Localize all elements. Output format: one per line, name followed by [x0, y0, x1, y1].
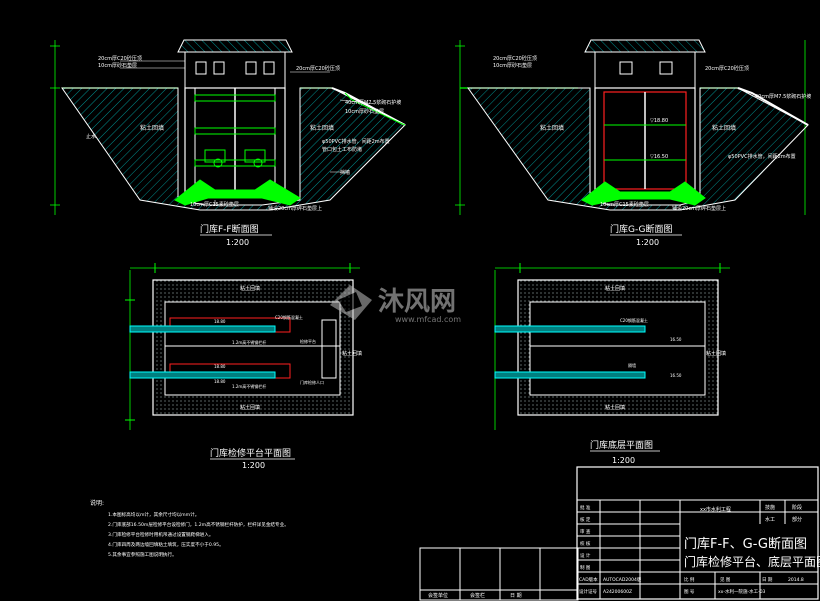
plan-r-elev-a: 16.50: [670, 337, 682, 342]
countersign-strip: 会签单位 会签栏 日 期: [419, 547, 579, 601]
ff-label-backfill-right: 粘土回填: [310, 124, 334, 132]
tb-row: 设计证号: [579, 588, 597, 595]
gg-label-backfill-right: 粘土回填: [712, 124, 736, 132]
ff-label-inner: 止水: [86, 133, 96, 140]
plan-l-note2: 1.2m高不锈钢栏杆: [232, 339, 266, 345]
tb-scale-value: 见 图: [720, 577, 731, 583]
plan-platform: 粘土回填 粘土回填 粘土回填 18.80 18.80 18.80 C20钢筋混凝…: [125, 263, 362, 470]
plan-r-right: 粘土回填: [706, 350, 726, 357]
tb-row: 制 图: [580, 564, 591, 571]
plan-r-title: 门库底层平面图: [590, 439, 653, 451]
plan-l-right: 粘土回填: [342, 350, 362, 357]
tb-figno-value: xx-水利一院施-水工-03: [718, 588, 766, 595]
plan-l-elev-c: 18.80: [214, 379, 226, 384]
ff-label-drain2: 管口包土工布防堵: [322, 146, 362, 153]
gg-elev2: ▽16.50: [650, 154, 668, 160]
plan-l-scale: 1:200: [242, 461, 265, 470]
watermark-logo-icon: [330, 285, 372, 320]
section-ff: 20cm厚C20砼压顶 10cm厚砂石垫层 20cm厚C20砼压顶 40cm厚M…: [50, 39, 465, 247]
ff-label-drain1: φ50PVC排水管，间距2m布置: [322, 138, 390, 145]
plan-r-elev-b: 16.50: [670, 373, 682, 378]
ff-label-backfill-left: 粘土回填: [140, 124, 164, 132]
ff-label-bottom2: 铺设20cm厚碎石垫层上: [268, 205, 322, 212]
gatehouse: [184, 51, 286, 89]
tb-row: 校 核: [580, 540, 591, 547]
tb-date-label: 日 期: [762, 577, 773, 583]
plan-l-note4: 门库检修人口: [300, 379, 324, 385]
gg-label-drain1: φ50PVC排水管，间距2m布置: [728, 153, 796, 160]
watermark-brand: 沐风网: [378, 287, 456, 317]
stamp-label: 会签栏: [470, 592, 485, 599]
tb-title-line2: 门库检修平台、底层平面图: [684, 554, 820, 569]
plan-l-elev-b: 18.80: [214, 364, 226, 369]
ff-label-cap2: 10cm厚砂石垫层: [98, 62, 137, 69]
note-line: 2.门库底部16.50m层检修平台设检修门，1.2m高不锈钢栏杆防护，栏杆详见金…: [108, 521, 289, 528]
tb-spec-value: 部分: [792, 516, 802, 523]
plan-r-top: 粘土回填: [605, 285, 625, 292]
tb-title-line1: 门库F-F、G-G断面图: [684, 536, 807, 552]
stamp-label: 会签单位: [428, 592, 448, 599]
plan-r-scale: 1:200: [612, 456, 635, 465]
plan-l-note1: C20钢筋混凝土: [275, 314, 303, 320]
gg-label-bottom2: 铺设20cm厚碎石垫层上: [672, 205, 726, 212]
tb-figno-label: 图 号: [684, 589, 695, 595]
note-line: 4.门库四周及两边墙回填粘土填筑，压实度不小于0.95。: [108, 541, 224, 548]
ff-label-slope: 40cm厚M7.5浆砌石护坡: [345, 99, 401, 106]
gg-label-cap2: 10cm厚砂石垫层: [493, 62, 532, 69]
plan-r-note2: 隔墙: [628, 362, 636, 368]
watermark: 沐风网 www.mfcad.com: [330, 285, 461, 324]
plan-r-note1: C20钢筋混凝土: [620, 317, 648, 323]
tb-spec-label: 水工: [765, 516, 775, 523]
tb-cad-label: CAD版本: [579, 576, 598, 583]
tb-scale-label: 比 例: [684, 576, 695, 583]
gatehouse: [594, 51, 696, 89]
tb-stage-value: 阶段: [792, 504, 802, 511]
ff-label-top-right: 20cm厚C20砼压顶: [296, 65, 340, 72]
gg-scale: 1:200: [636, 238, 659, 247]
note-line: 5.其余事宜参照施工图说明执行。: [108, 551, 177, 558]
notes-heading: 说明:: [90, 499, 104, 507]
title-block: xx市水利工程 技施 阶段 水工 部分 批 准 核 定 审 查 校 核 设 计 …: [576, 466, 820, 600]
tb-row: 核 定: [580, 516, 591, 523]
plan-l-title: 门库检修平台平面图: [210, 447, 291, 459]
gg-label-cap1: 20cm厚C20砼压顶: [493, 55, 537, 62]
bottom-slab: [174, 179, 301, 206]
plan-l-note3: 检修平台: [300, 338, 316, 344]
tb-stage-label: 技施: [765, 504, 775, 511]
gg-title: 门库G-G断面图: [610, 223, 673, 235]
note-line: 1.本图标高均以m计，其余尺寸均以mm计。: [108, 511, 199, 518]
ff-title: 门库F-F断面图: [200, 223, 259, 235]
plan-l-bottom: 粘土回填: [240, 404, 260, 411]
gg-elev1: ▽18.80: [650, 118, 668, 124]
plan-l-top: 粘土回填: [240, 285, 260, 292]
plan-l-elev-a: 18.80: [214, 319, 226, 324]
plan-r-bottom: 粘土回填: [605, 404, 625, 411]
general-notes: 说明: 1.本图标高均以m计，其余尺寸均以mm计。 2.门库底部16.50m层检…: [90, 499, 289, 558]
ff-scale: 1:200: [226, 238, 249, 247]
tb-row: 设 计: [580, 552, 591, 559]
gg-label-backfill-left: 粘土回填: [540, 124, 564, 132]
tb-date-value: 2014.8: [788, 577, 804, 583]
tb-row: 批 准: [580, 504, 591, 511]
gg-label-top-right: 20cm厚C20砼压顶: [705, 65, 749, 72]
watermark-url: www.mfcad.com: [395, 315, 461, 324]
plan-l-note5: 1.2m高不锈钢栏杆: [232, 383, 266, 389]
tb-company: xx市水利工程: [700, 506, 731, 513]
section-gg: 20cm厚C20砼压顶 10cm厚砂石垫层 20cm厚C20砼压顶 40cm厚M…: [460, 39, 811, 247]
ff-label-wall: 挡墙: [340, 169, 350, 176]
gg-label-slope: 40cm厚M7.5浆砌石护坡: [755, 93, 811, 100]
tb-row: 审 查: [580, 528, 591, 535]
tb-cert-value: A24200600Z: [603, 589, 632, 595]
tb-cad-value: AUTOCAD2004版: [603, 576, 642, 583]
ff-label-slope2: 10cm厚砂石垫层: [345, 108, 384, 115]
plan-bottom-floor: 粘土回填 粘土回填 粘土回填 16.50 16.50 C20钢筋混凝土 隔墙 门…: [494, 263, 730, 465]
gg-label-bottom: 10cm厚C15素砼垫层: [600, 201, 649, 208]
ff-label-bottom: 10cm厚C15素砼垫层: [190, 201, 239, 208]
ff-label-cap1: 20cm厚C20砼压顶: [98, 55, 142, 62]
bottom-slab: [581, 181, 706, 206]
note-line: 3.门库检修平台检修时用机吊通过设置钢爬梯进入。: [108, 531, 213, 538]
stamp-label: 日 期: [510, 593, 522, 599]
